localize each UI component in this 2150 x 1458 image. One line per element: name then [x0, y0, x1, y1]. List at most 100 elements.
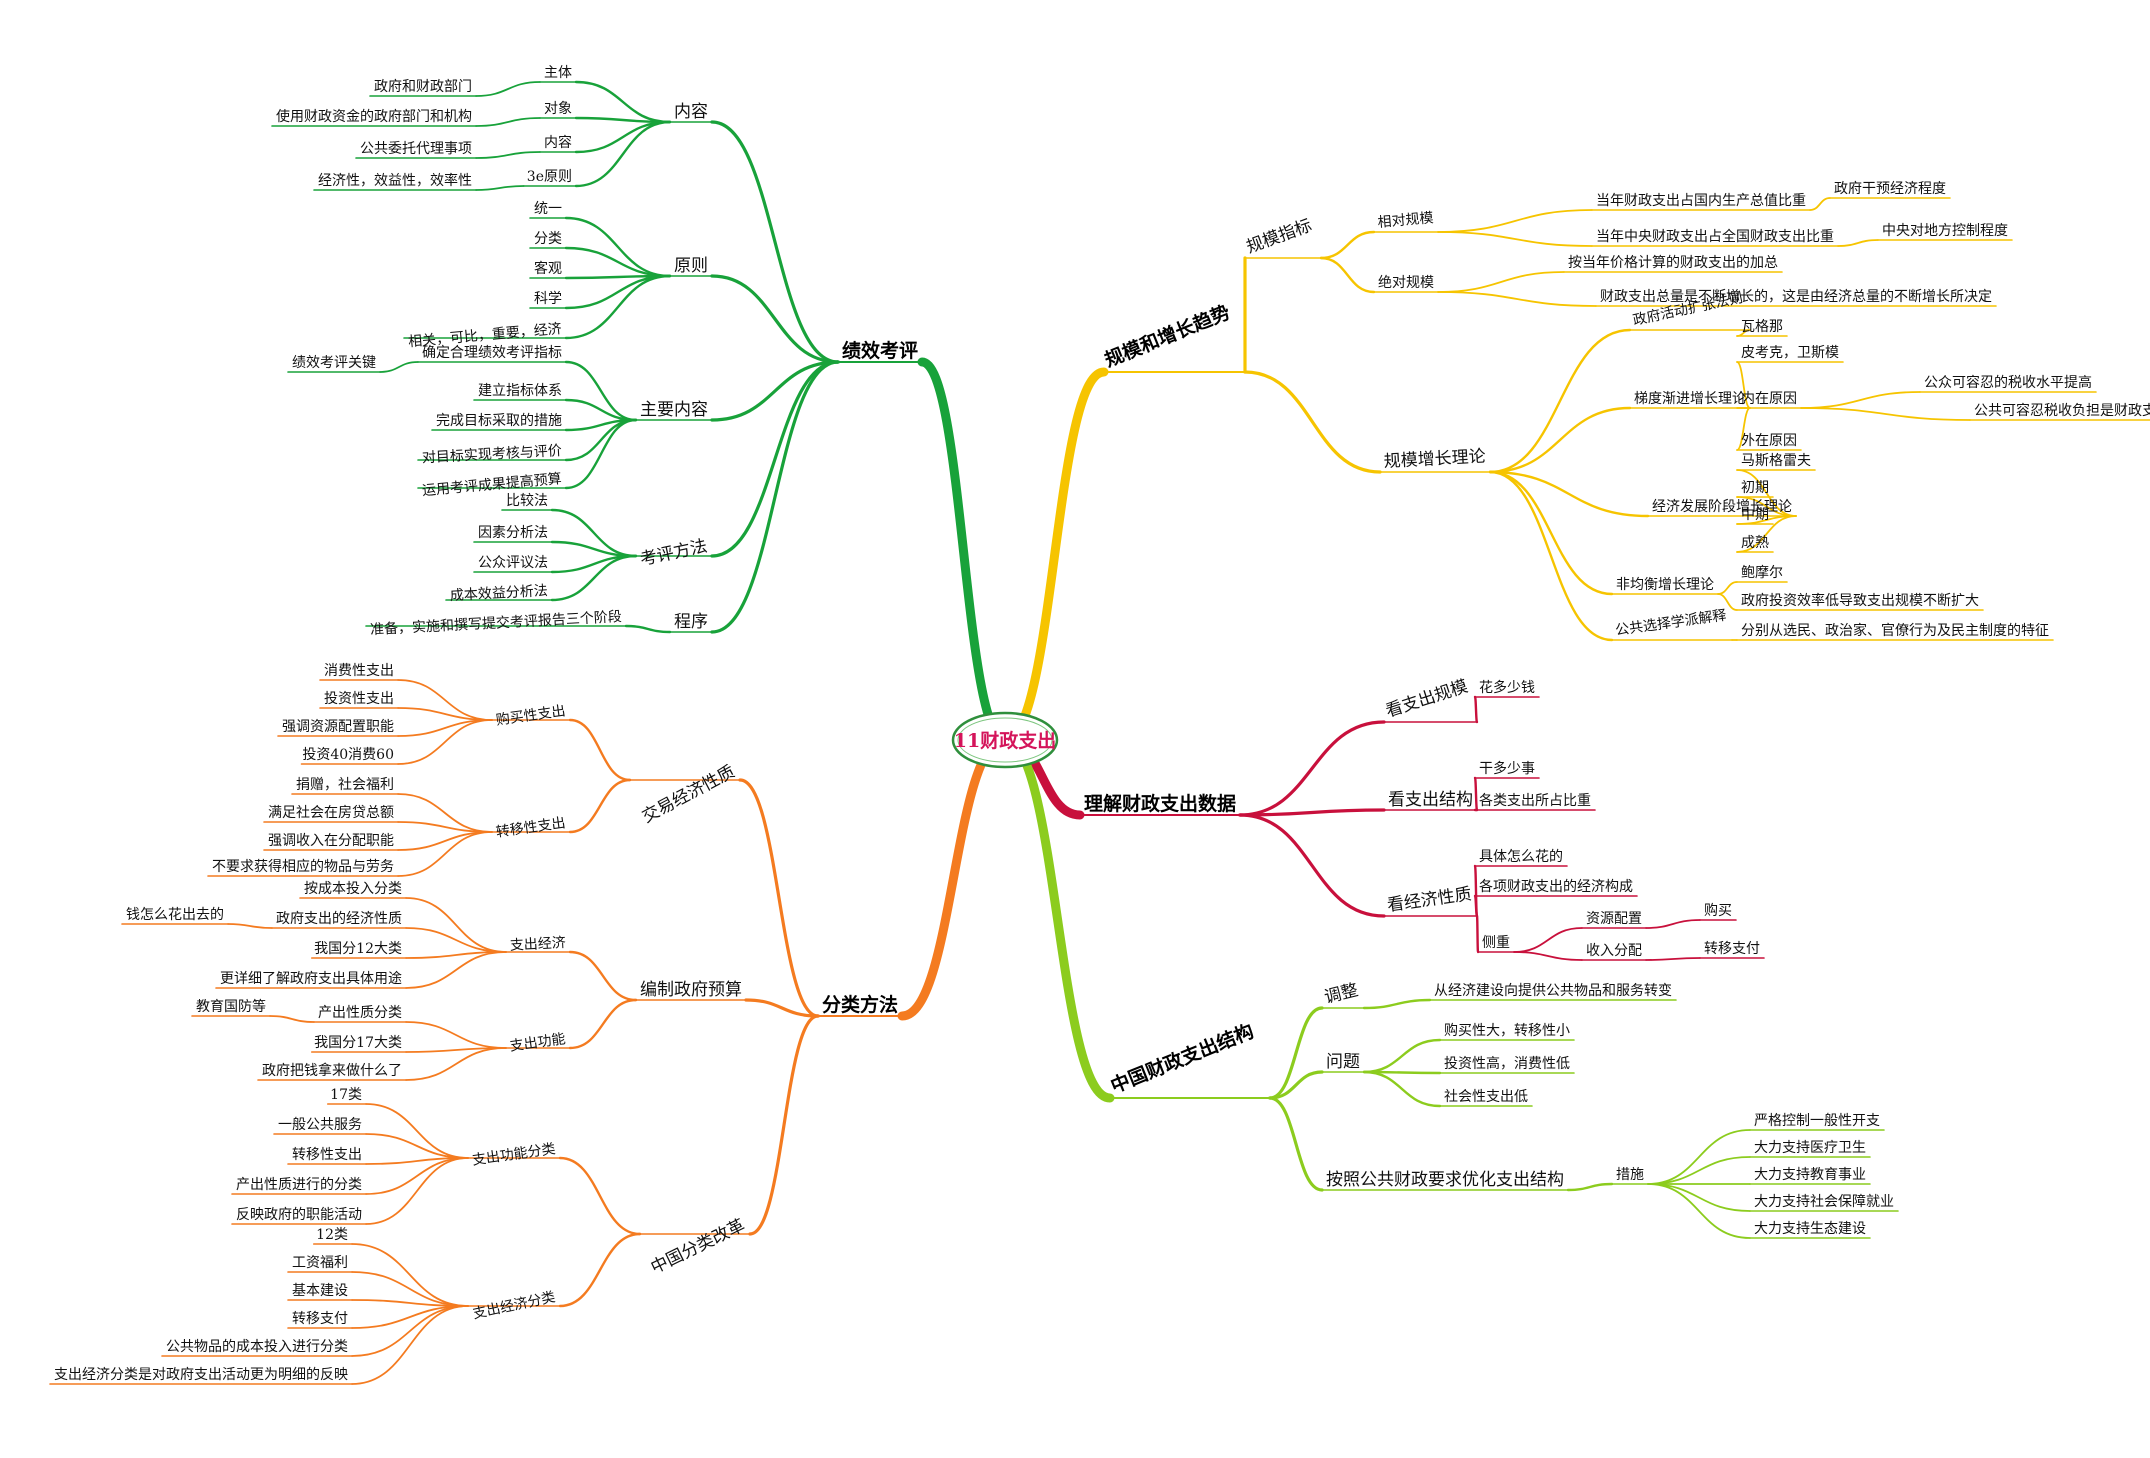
central-inner-ring — [957, 717, 1053, 763]
connector-b1-0 — [1238, 720, 1386, 817]
connector-b4-2-1 — [558, 1232, 642, 1308]
connector-b3-0-2-0 — [475, 151, 541, 159]
connector-b0-1-4 — [1488, 470, 1614, 642]
node-b3-3-1: 因素分析法 — [478, 525, 548, 541]
connector-b2-2-0 — [1566, 1182, 1614, 1192]
node-b3-1: 原则 — [674, 256, 708, 276]
connector-b4-1-0-2 — [405, 951, 507, 959]
connector-b4-2-1-0 — [351, 1243, 469, 1307]
node-b2: 中国财政支出结构 — [1107, 1019, 1257, 1097]
node-b4-0: 交易经济性质 — [639, 762, 738, 828]
node-b0-1-4: 公共选择学派解释 — [1614, 608, 1727, 639]
node-b3-2-0: 确定合理绩效考评指标 — [422, 345, 562, 361]
connector-b4-1-1-2 — [405, 1047, 507, 1081]
connector-b2-0 — [1268, 1006, 1324, 1100]
connector-b0-1-1-0 — [1736, 361, 1751, 409]
connector-b4-2 — [748, 1014, 820, 1236]
node-b0-0-0: 相对规模 — [1377, 210, 1434, 231]
node-b3-1-2: 客观 — [534, 260, 562, 277]
node-b2-2-0-0: 严格控制一般性开支 — [1754, 1113, 1880, 1129]
node-b2-1-1: 投资性高，消费性低 — [1444, 1055, 1570, 1072]
node-b0: 规模和增长趋势 — [1101, 300, 1233, 371]
node-b3-2-3: 对目标实现考核与评价 — [422, 443, 563, 466]
node-b3-2: 主要内容 — [640, 400, 708, 420]
node-b1-2: 看经济性质 — [1386, 884, 1473, 916]
node-b4-2-0-0: 17类 — [330, 1087, 362, 1103]
connector-b3-0-3 — [574, 120, 672, 188]
node-b4-1: 编制政府预算 — [640, 980, 742, 1000]
node-b4-0-0-2: 强调资源配置职能 — [282, 719, 394, 735]
node-b3-0-0: 主体 — [544, 65, 572, 81]
connector-b3-0-0-0 — [475, 81, 541, 97]
node-b4-1-0: 支出经济 — [509, 935, 566, 954]
connector-b2-2-0-0 — [1647, 1129, 1751, 1185]
connector-b4-1-0-1 — [405, 927, 507, 953]
node-b4-1-1: 支出功能 — [509, 1031, 567, 1055]
node-b4-0-1-3: 不要求获得相应的物品与劳务 — [212, 858, 394, 875]
node-b0-1-1-1-0: 公众可容忍的税收水平提高 — [1924, 374, 2092, 391]
node-b2-1-2: 社会性支出低 — [1444, 1089, 1528, 1105]
node-b4-2-1-5: 支出经济分类是对政府支出活动更为明细的反映 — [54, 1367, 348, 1383]
node-b1-2-2-1-0: 转移支付 — [1704, 941, 1760, 957]
node-b3-3: 考评方法 — [638, 536, 709, 570]
node-b2-1: 问题 — [1326, 1052, 1360, 1072]
node-b1-2-2-1: 收入分配 — [1586, 943, 1642, 959]
node-b0-0-0-0: 当年财政支出占国内生产总值比重 — [1596, 193, 1806, 209]
node-b4-1-0-2: 我国分12大类 — [314, 941, 402, 957]
node-b0-1-1-0: 皮考克，卫斯模 — [1741, 345, 1839, 361]
node-b1-2-0: 具体怎么花的 — [1479, 849, 1563, 865]
node-b4-0-1: 转移性支出 — [495, 815, 567, 841]
connector-b4-0-0 — [568, 718, 632, 782]
connector-b0-0-0-0 — [1437, 209, 1593, 233]
node-b3-1-3: 科学 — [534, 291, 562, 307]
node-b4-1-0-1: 政府支出的经济性质 — [276, 911, 402, 927]
node-b4-2-0: 支出功能分类 — [471, 1141, 556, 1169]
node-b0-1-2: 经济发展阶段增长理论 — [1652, 499, 1792, 515]
node-b4-2-1-4: 公共物品的成本投入进行分类 — [166, 1339, 348, 1355]
connector-b4-1-1-0-0 — [269, 1015, 315, 1023]
connector-b4-1-1-0 — [405, 1021, 507, 1049]
connector-b0-0-0-0-0 — [1809, 197, 1831, 211]
connector-b1-2-2-0-0 — [1645, 919, 1701, 929]
node-b1: 理解财政支出数据 — [1084, 792, 1236, 815]
connector-b1-2-2-1-0 — [1645, 957, 1701, 961]
connector-b3-3-0 — [550, 508, 638, 558]
node-b3-3-0: 比较法 — [506, 493, 548, 509]
node-b2-2-0: 措施 — [1616, 1167, 1644, 1183]
node-b0-1-1-2: 外在原因 — [1741, 433, 1797, 449]
node-b0-0: 规模指标 — [1244, 216, 1315, 258]
node-b3-4: 程序 — [674, 612, 708, 632]
node-b1-2-1: 各项财政支出的经济构成 — [1479, 879, 1633, 895]
node-b4: 分类方法 — [822, 993, 898, 1016]
node-b0-1-3-1: 政府投资效率低导致支出规模不断扩大 — [1741, 592, 1979, 609]
connector-b1-1-0 — [1473, 776, 1479, 812]
connector-b0-1-1-1-0 — [1800, 391, 1921, 409]
connector-b1-1 — [1238, 808, 1386, 817]
node-b1-0-0: 花多少钱 — [1479, 679, 1535, 696]
node-b0-1-1: 梯度渐进增长理论 — [1634, 391, 1746, 407]
label-layer: 规模和增长趋势规模指标相对规模当年财政支出占国内生产总值比重政府干预经济程度当年… — [54, 65, 2150, 1383]
connector-b0-1-2-3 — [1736, 515, 1797, 553]
connector-b0-1-0 — [1488, 328, 1632, 474]
connector-b2-1 — [1268, 1070, 1324, 1100]
connector-b4 — [897, 735, 1010, 1021]
node-b0-0-1-1: 财政支出总量是不断增长的，这是由经济总量的不断增长所决定 — [1600, 288, 1992, 305]
node-b3-3-3: 成本效益分析法 — [450, 583, 549, 604]
node-b0-1-0-0: 瓦格那 — [1741, 319, 1783, 335]
connector-b0-1-3-0 — [1717, 581, 1738, 595]
connector-b0-0-0-1-0 — [1837, 239, 1879, 247]
connector-b4-0-1 — [568, 778, 632, 834]
connector-b4-2-0-2 — [365, 1157, 469, 1165]
node-b3-2-0-0: 绩效考评关键 — [292, 355, 376, 371]
connector-b3-2-0 — [564, 360, 638, 422]
connector-b4-0-1-1 — [397, 821, 493, 833]
connector-b4-2-1-5 — [351, 1305, 469, 1385]
node-b4-2-1-2: 基本建设 — [292, 1282, 348, 1299]
node-b1-0: 看支出规模 — [1383, 676, 1470, 721]
connector-b4-1-1 — [568, 998, 638, 1050]
node-b1-2-2-0-0: 购买 — [1704, 903, 1732, 919]
connector-b3-0-2 — [574, 120, 672, 154]
node-b0-1-3: 非均衡增长理论 — [1616, 577, 1714, 593]
node-b1-2-2: 侧重 — [1482, 935, 1510, 951]
connector-b0-0-0-1 — [1437, 231, 1593, 247]
